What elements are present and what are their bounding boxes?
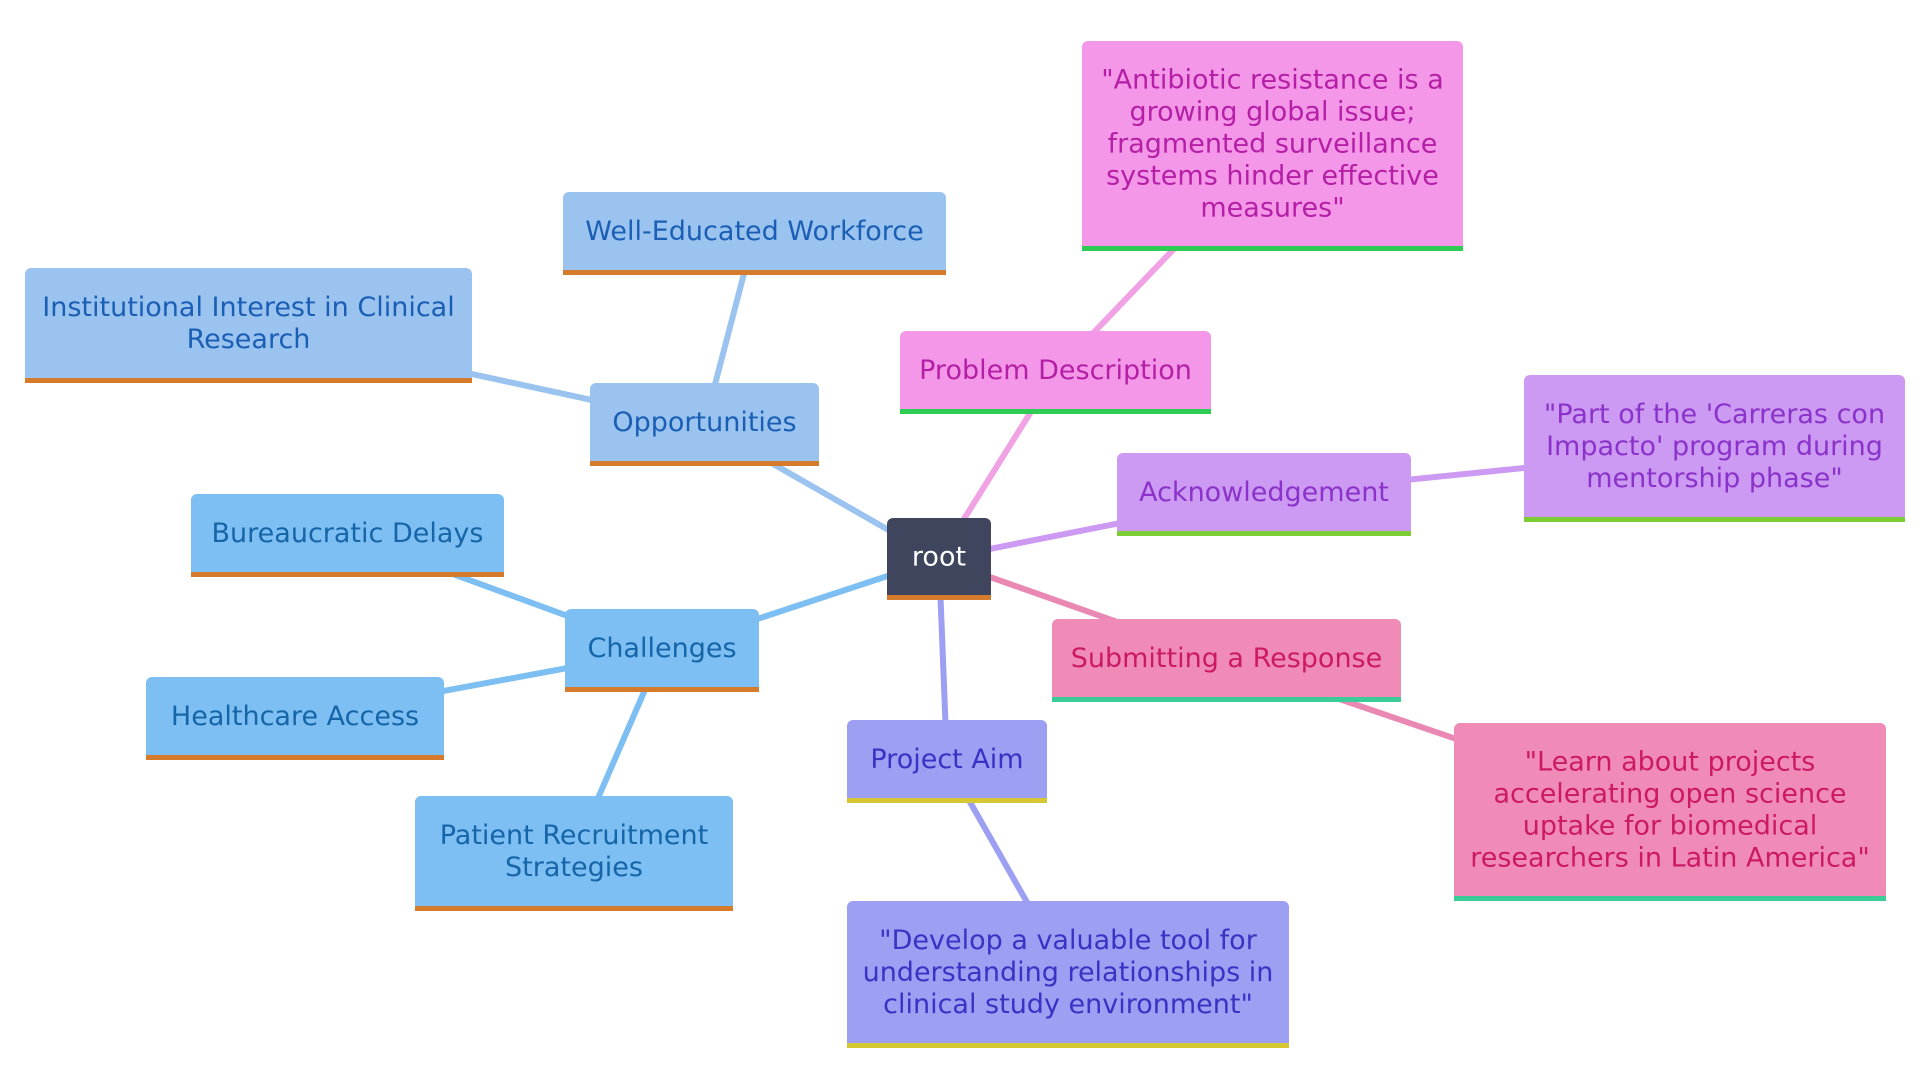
node-label-line: mentorship phase"	[1586, 463, 1843, 494]
node-label-line: root	[912, 541, 966, 572]
node-box-patient-recruitment	[415, 796, 733, 911]
node-label-acknowledgement: Acknowledgement	[1139, 477, 1389, 508]
node-label-line: Acknowledgement	[1139, 477, 1389, 508]
node-accent-bar-healthcare-access	[146, 755, 444, 760]
node-label-project-aim: Project Aim	[870, 744, 1023, 775]
node-label-bureaucratic-delays: Bureaucratic Delays	[212, 518, 484, 549]
node-box-problem-description	[900, 331, 1211, 414]
node-label-line: uptake for biomedical	[1523, 810, 1818, 841]
node-accent-bar-project-aim	[847, 798, 1047, 803]
node-label-line: systems hinder effective	[1106, 160, 1439, 191]
node-label-root: root	[912, 541, 966, 572]
node-label-line: accelerating open science	[1493, 778, 1846, 809]
node-box-institutional-interest	[25, 268, 472, 383]
node-box-opportunities	[590, 383, 819, 466]
node-bureaucratic-delays[interactable]: Bureaucratic Delays	[191, 494, 504, 577]
node-label-line: Problem Description	[919, 355, 1192, 386]
node-opportunities[interactable]: Opportunities	[590, 383, 819, 466]
node-label-line: Opportunities	[612, 407, 796, 438]
node-label-line: Bureaucratic Delays	[212, 518, 484, 549]
node-label-line: "Antibiotic resistance is a	[1101, 64, 1444, 95]
node-label-line: clinical study environment"	[883, 989, 1253, 1020]
node-accent-bar-acknowledgement-quote	[1524, 517, 1905, 522]
node-label-line: researchers in Latin America"	[1470, 842, 1870, 873]
node-accent-bar-patient-recruitment	[415, 906, 733, 911]
node-well-educated-workforce[interactable]: Well-Educated Workforce	[563, 192, 946, 275]
node-root[interactable]: root	[887, 518, 991, 600]
node-submitting-response[interactable]: Submitting a Response	[1052, 619, 1401, 702]
node-label-line: "Learn about projects	[1525, 746, 1816, 777]
node-box-bureaucratic-delays	[191, 494, 504, 577]
node-problem-description[interactable]: Problem Description	[900, 331, 1211, 414]
node-healthcare-access[interactable]: Healthcare Access	[146, 677, 444, 760]
node-accent-bar-root	[887, 595, 991, 600]
node-label-line: understanding relationships in	[863, 957, 1274, 988]
node-label-line: growing global issue;	[1130, 96, 1416, 127]
node-box-acknowledgement-quote	[1524, 375, 1905, 522]
node-accent-bar-problem-description	[900, 409, 1211, 414]
node-label-line: Institutional Interest in Clinical	[42, 292, 454, 323]
node-label-challenges: Challenges	[587, 633, 736, 664]
node-accent-bar-acknowledgement	[1117, 531, 1411, 536]
node-challenges[interactable]: Challenges	[565, 609, 759, 692]
node-box-challenges	[565, 609, 759, 692]
node-accent-bar-well-educated-workforce	[563, 270, 946, 275]
node-label-line: Impacto' program during	[1546, 431, 1883, 462]
node-label-line: fragmented surveillance	[1108, 128, 1438, 159]
node-accent-bar-submitting-response	[1052, 697, 1401, 702]
node-box-well-educated-workforce	[563, 192, 946, 275]
node-box-project-aim-quote	[847, 901, 1289, 1048]
node-label-opportunities: Opportunities	[612, 407, 796, 438]
node-box-healthcare-access	[146, 677, 444, 760]
node-accent-bar-challenges	[565, 687, 759, 692]
node-label-line: Research	[187, 324, 311, 355]
node-accent-bar-bureaucratic-delays	[191, 572, 504, 577]
node-label-line: Well-Educated Workforce	[585, 216, 923, 247]
node-acknowledgement[interactable]: Acknowledgement	[1117, 453, 1411, 536]
node-box-root	[887, 518, 991, 600]
node-label-problem-description: Problem Description	[919, 355, 1192, 386]
node-label-line: Patient Recruitment	[440, 820, 709, 851]
node-accent-bar-opportunities	[590, 461, 819, 466]
node-accent-bar-submitting-quote	[1454, 896, 1886, 901]
node-label-healthcare-access: Healthcare Access	[171, 701, 419, 732]
node-label-line: Project Aim	[870, 744, 1023, 775]
node-box-project-aim	[847, 720, 1047, 803]
node-label-line: Healthcare Access	[171, 701, 419, 732]
node-accent-bar-problem-quote	[1082, 246, 1463, 251]
node-project-aim[interactable]: Project Aim	[847, 720, 1047, 803]
node-label-well-educated-workforce: Well-Educated Workforce	[585, 216, 923, 247]
node-box-problem-quote	[1082, 41, 1463, 251]
node-box-acknowledgement	[1117, 453, 1411, 536]
node-accent-bar-project-aim-quote	[847, 1043, 1289, 1048]
node-accent-bar-institutional-interest	[25, 378, 472, 383]
node-box-submitting-quote	[1454, 723, 1886, 901]
node-label-line: Submitting a Response	[1071, 643, 1383, 674]
node-label-line: "Part of the 'Carreras con	[1544, 399, 1885, 430]
node-label-line: "Develop a valuable tool for	[879, 925, 1258, 956]
node-label-submitting-response: Submitting a Response	[1071, 643, 1383, 674]
node-box-submitting-response	[1052, 619, 1401, 702]
node-label-line: Challenges	[587, 633, 736, 664]
node-label-line: Strategies	[505, 852, 643, 883]
node-label-line: measures"	[1200, 192, 1344, 223]
